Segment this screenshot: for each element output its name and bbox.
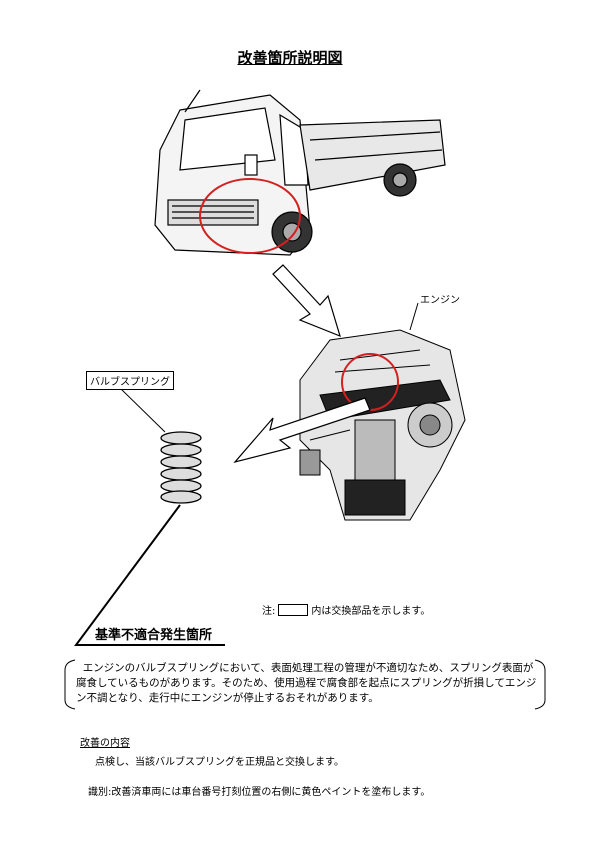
identification-text: 識別:改善済車両には車台番号打刻位置の右側に黄色ペイントを塗布します。 — [88, 787, 431, 798]
note-prefix: 注: — [262, 606, 276, 617]
arrow-truck-to-engine — [272, 264, 341, 338]
defect-pointer-line — [74, 504, 225, 646]
note-suffix: 内は交換部品を示します。 — [311, 606, 431, 617]
improvement-body: 点検し、当該バルブスプリングを正規品と交換します。 — [95, 757, 344, 768]
page-title: 改善箇所説明図 — [237, 49, 343, 67]
bracket-right — [534, 659, 546, 710]
engine-leader-line — [409, 302, 419, 331]
highlight-circle-front — [199, 178, 301, 254]
note: 注: 内は交換部品を示します。 — [262, 602, 430, 617]
arrow-engine-to-spring — [233, 397, 371, 464]
truck-illustration — [154, 89, 446, 256]
engine-illustration — [299, 329, 466, 521]
defect-description: エンジンのバルブスプリングにおいて、表面処理工程の管理が不適切なため、スプリング… — [76, 662, 537, 704]
bracket-left — [64, 659, 76, 710]
valve-spring-label: バルブスプリング — [86, 371, 174, 390]
valve-spring-illustration — [160, 431, 202, 504]
defect-heading: 基準不適合発生箇所 — [95, 628, 213, 643]
spring-leader-line — [119, 387, 166, 433]
improvement-title: 改善の内容 — [80, 738, 130, 749]
engine-label: エンジン — [420, 295, 460, 306]
replacement-part-box-legend — [278, 603, 309, 616]
